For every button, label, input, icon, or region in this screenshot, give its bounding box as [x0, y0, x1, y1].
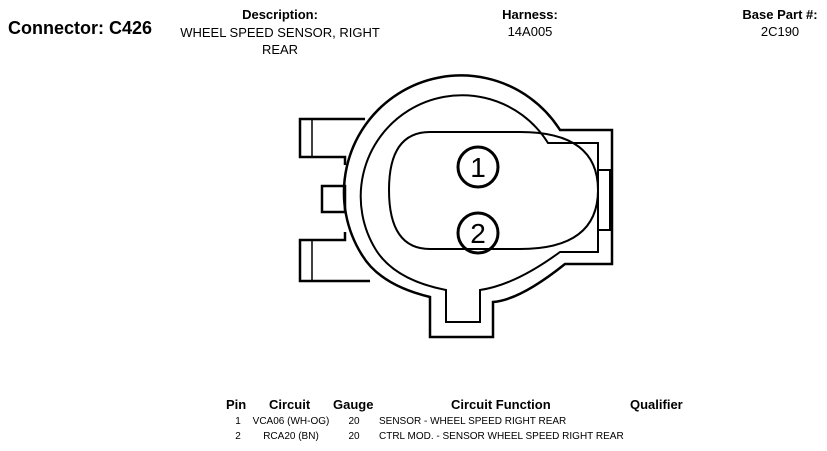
inner-housing — [359, 94, 599, 323]
col-header-circuit: Circuit — [269, 397, 311, 412]
connector-title: Connector: C426 — [8, 18, 153, 38]
base-part-value: 2C190 — [760, 24, 800, 39]
row-function: SENSOR - WHEEL SPEED RIGHT REAR — [379, 416, 567, 427]
harness-label: Harness: — [502, 7, 558, 22]
row-circuit: RCA20 (BN) — [263, 431, 319, 442]
upper-latch-tab — [298, 117, 365, 165]
pin-1: 1 — [456, 145, 500, 189]
description-value: WHEEL SPEED SENSOR, RIGHT REAR — [180, 25, 380, 57]
col-header-gauge: Gauge — [333, 397, 374, 412]
row-gauge: 20 — [348, 431, 360, 442]
col-header-pin: Pin — [226, 397, 247, 412]
col-header-function: Circuit Function — [451, 397, 551, 412]
row-circuit: VCA06 (WH-OG) — [252, 416, 330, 427]
lower-latch-tab — [298, 232, 370, 283]
row-pin: 2 — [235, 431, 241, 442]
outer-housing — [342, 74, 614, 339]
pin-1-label: 1 — [470, 152, 486, 183]
pin-cavity — [387, 131, 600, 250]
base-part-label: Base Part #: — [742, 7, 818, 22]
harness-value: 14A005 — [507, 24, 553, 39]
row-gauge: 20 — [348, 416, 360, 427]
row-function: CTRL MOD. - SENSOR WHEEL SPEED RIGHT REA… — [379, 431, 624, 442]
pin-2: 2 — [456, 211, 500, 255]
row-pin: 1 — [235, 416, 241, 427]
pin-1-circle — [456, 145, 500, 189]
col-header-qualifier: Qualifier — [630, 397, 683, 412]
description-label: Description: — [242, 7, 318, 22]
pin-2-circle — [456, 211, 500, 255]
right-clip — [597, 169, 611, 231]
side-key — [320, 184, 347, 214]
pin-2-label: 2 — [470, 218, 486, 249]
